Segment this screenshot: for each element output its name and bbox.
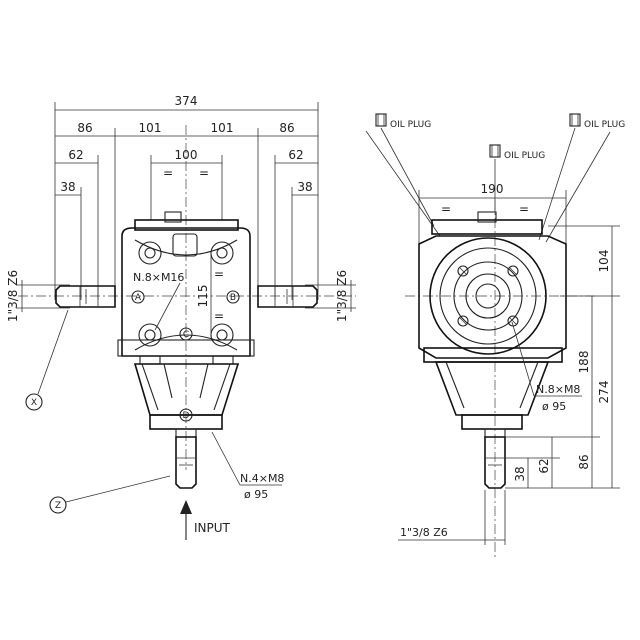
callout-d: D: [183, 411, 190, 421]
oil-plug-label-3: OIL PLUG: [584, 120, 625, 130]
callout-c-circle: [179, 327, 193, 341]
equal-mark-1: =: [163, 166, 173, 180]
oil-plug-3: OIL PLUG: [538, 113, 625, 243]
dim-flange-left: 86: [77, 121, 92, 135]
dim-key-left: 38: [60, 180, 75, 194]
dim-side-shaft-38: 38: [513, 466, 527, 481]
oil-plug-2: OIL PLUG: [489, 144, 545, 212]
callout-a: A: [135, 293, 142, 303]
front-view: 374 86 101 101 86 100 = = 62 62 38 38: [6, 94, 356, 540]
dim-center-left: 101: [139, 121, 162, 135]
dim-bolt-spacing: 100: [175, 148, 198, 162]
leader-input-bolt: [211, 431, 241, 486]
dim-overall: 374: [175, 94, 198, 108]
leader-front-bolt: [154, 282, 181, 331]
callout-z-circle: [49, 496, 67, 514]
dim-side-shaft-62: 62: [537, 458, 551, 473]
oil-plug-1: OIL PLUG: [365, 113, 441, 237]
shaft-spec-left: 1"3/8 Z6: [6, 270, 20, 322]
bolt-pattern-side: N.8×M8: [536, 383, 580, 396]
leader-side-bolt: [511, 321, 535, 397]
shaft-spec-right: 1"3/8 Z6: [335, 270, 349, 322]
dim-side-width: 190: [481, 182, 504, 196]
callout-c: C: [183, 330, 189, 340]
input-label: INPUT: [194, 521, 231, 535]
equal-mark-3: =: [214, 267, 224, 281]
side-input-shaft: [484, 436, 506, 489]
side-view: OIL PLUG OIL PLUG OIL PLUG 190 = =: [365, 113, 625, 560]
bolt-pattern-front: N.8×M16: [133, 271, 184, 284]
dim-side-shaft-86: 86: [577, 454, 591, 469]
callout-b-circle: [226, 290, 240, 304]
input-shaft: [175, 436, 197, 489]
side-bell-housing: [423, 347, 563, 438]
dim-side-top: 104: [597, 250, 611, 273]
callout-a-circle: [131, 290, 145, 304]
side-housing: [418, 211, 567, 359]
equal-mark-4: =: [214, 309, 224, 323]
oil-plug-label-2: OIL PLUG: [504, 151, 545, 161]
leader-x: [37, 309, 69, 395]
oil-plug-label-1: OIL PLUG: [390, 120, 431, 130]
dim-side-mid: 188: [577, 351, 591, 374]
dim-flange-right: 86: [279, 121, 294, 135]
equal-mark-2: =: [199, 166, 209, 180]
dim-key-right: 38: [297, 180, 312, 194]
callout-x: X: [31, 398, 37, 408]
dim-center-right: 101: [211, 121, 234, 135]
callout-x-circle: [25, 393, 43, 411]
bolt-pattern-input: N.4×M8: [240, 472, 284, 485]
shaft-spec-bottom: 1"3/8 Z6: [400, 526, 448, 539]
callout-z: Z: [55, 501, 61, 511]
diameter-input: ø 95: [244, 488, 268, 501]
dim-bolt-vertical: 115: [196, 285, 210, 308]
dim-shaft-right: 62: [288, 148, 303, 162]
left-output-shaft: [55, 285, 116, 308]
right-output-shaft: [257, 285, 318, 308]
diameter-side: ø 95: [542, 400, 566, 413]
callout-b: B: [230, 293, 236, 303]
equal-mark-5: =: [441, 202, 451, 216]
equal-mark-6: =: [519, 202, 529, 216]
callout-d-circle: [179, 408, 193, 422]
input-arrow-head: [180, 500, 192, 514]
front-bell-housing: [133, 363, 240, 438]
leader-z: [65, 475, 171, 503]
dim-shaft-left: 62: [68, 148, 83, 162]
dim-side-total: 274: [597, 381, 611, 404]
